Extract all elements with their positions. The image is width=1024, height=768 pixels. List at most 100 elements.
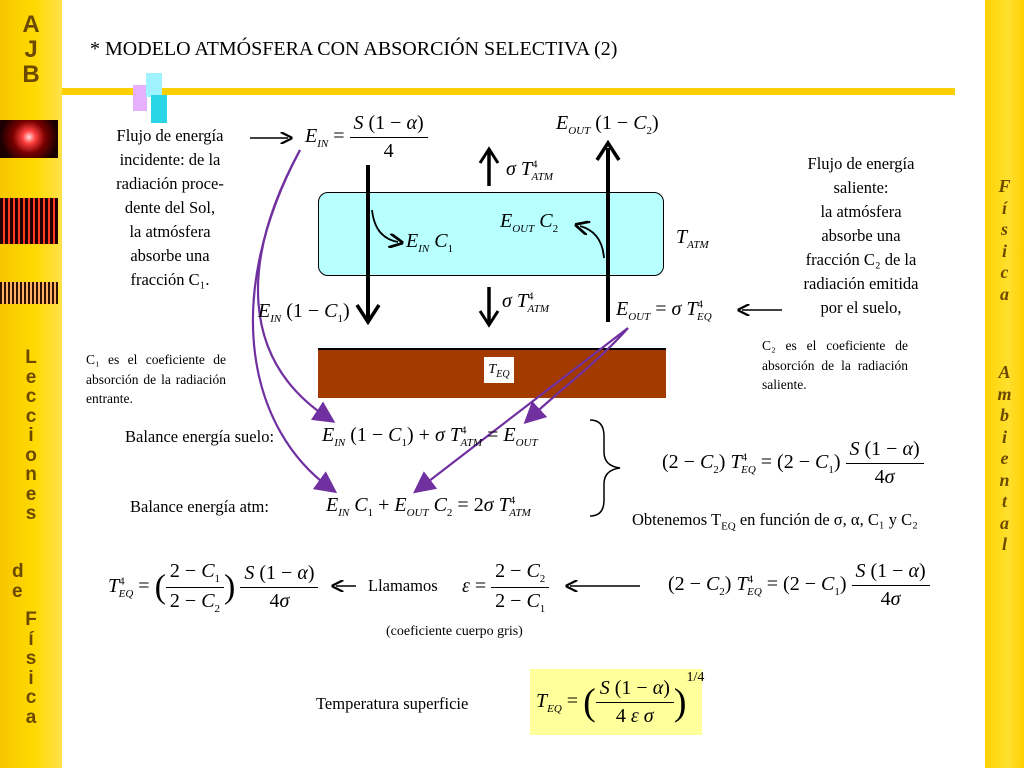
letter: i: [1001, 240, 1007, 261]
outgoing-flux-text: Flujo de energía saliente: la atmósfera …: [780, 152, 942, 320]
equation-sigma-tatm-top: σ T4ATM: [506, 158, 554, 183]
atm-up-arrow-head: [478, 146, 500, 164]
text-line: absorbe una: [821, 226, 901, 245]
letter: t: [1001, 491, 1007, 511]
c2-coefficient-note: C₂ es el coeficiente de absorción de la …: [762, 338, 908, 392]
sidebar-word-de: d e: [0, 562, 52, 601]
c1-coefficient-note: C₁ es el coeficiente de absorción de la …: [86, 352, 226, 406]
sidebar-word-fisica: F í s i c a: [0, 610, 62, 727]
letter: s: [25, 503, 37, 524]
left-sidebar: A J B L e c c i o n e s d e F í s i c a: [0, 0, 62, 768]
fringe-photo: [0, 282, 58, 304]
equation-ein-c1: EIN C1: [406, 230, 454, 255]
equation-combined-lower: (2 − C2) T4EQ = (2 − C1) S (1 − α)4σ: [668, 560, 930, 611]
absorbed-outgoing-arrow: [580, 226, 605, 259]
spectrum-photo: [0, 198, 58, 244]
initials: A J B: [0, 12, 62, 87]
page-title: * MODELO ATMÓSFERA CON ABSORCIÓN SELECTI…: [90, 38, 618, 60]
letter: c: [25, 386, 37, 407]
initial-b: B: [22, 61, 40, 88]
letter: c: [25, 405, 37, 427]
sidebar-word-lecciones: L e c c i o n e s: [0, 348, 62, 524]
final-result-box: TEQ = (S (1 − α)4 ε σ)1/4: [530, 669, 705, 735]
equation-sigma-tatm-bottom: σ T4ATM: [502, 290, 550, 315]
purple-arrow-atm-eout: [412, 327, 629, 494]
ground-temperature-label: TEQ: [484, 357, 514, 383]
text-line: dente del Sol,: [124, 198, 216, 217]
equation-eout-sigma-teq: EOUT = σ T4EQ: [616, 298, 712, 323]
letter: i: [28, 425, 34, 446]
letter: í: [28, 628, 34, 650]
equation-teq-final: TEQ = (S (1 − α)4 ε σ)1/4: [536, 670, 705, 727]
decor-block-teal: [151, 95, 167, 123]
letter: a: [1000, 512, 1009, 533]
text-line: la atmósfera: [129, 222, 211, 241]
letter: e: [25, 366, 37, 388]
equation-ein-1-c1: EIN (1 − C1): [258, 300, 350, 325]
obtain-rest: en función de σ, α, C₁ y C₂: [735, 510, 918, 529]
text-line: absorbe una: [130, 246, 210, 265]
letter: l: [1001, 534, 1007, 554]
letter: b: [1000, 405, 1009, 425]
equation-eout-top: EOUT (1 − C2): [556, 112, 659, 137]
equation-eout-c2: EOUT C2: [500, 210, 559, 235]
absorbed-incoming-arrow: [371, 209, 398, 242]
atmosphere-temperature-label: TATM: [676, 226, 709, 251]
ground-balance-label: Balance energía suelo:: [125, 427, 275, 446]
outgoing-arrow-head: [595, 139, 621, 161]
letter: L: [25, 347, 37, 368]
letter: A: [998, 362, 1011, 382]
letter: s: [1000, 219, 1008, 239]
purple-arrow-atm-ein: [251, 149, 338, 494]
text-line: fracción C₁.: [130, 270, 210, 289]
letter: F: [25, 609, 37, 630]
call-label: Llamamos: [368, 576, 438, 595]
equation-ein: EIN = S (1 − α)4: [305, 112, 428, 163]
sidebar-word-fisica: F í s i c a: [985, 176, 1024, 305]
letter: e: [1000, 448, 1009, 468]
letter: s: [25, 648, 37, 669]
text-line: radiación proce-: [116, 174, 224, 193]
letter: c: [25, 687, 37, 708]
obtain-sub: EQ: [721, 520, 736, 533]
letter: n: [25, 464, 37, 485]
letter: o: [25, 444, 37, 466]
incoming-arrow-head: [355, 304, 381, 326]
balance-brace: [589, 419, 621, 517]
letter: c: [1000, 262, 1009, 282]
decor-block-pink: [133, 85, 147, 111]
letter: e: [12, 580, 23, 602]
initial-a: A: [22, 11, 40, 38]
equation-atm-balance: EIN C1 + EOUT C2 = 2σ T4ATM: [326, 494, 531, 519]
text-line: Flujo de energía: [807, 154, 915, 173]
sidebar-word-ambiental: A m b i e n t a l: [985, 362, 1024, 556]
letter: m: [997, 383, 1012, 404]
ground-label-sub: EQ: [496, 368, 510, 380]
right-sidebar: F í s i c a A m b i e n t a l: [985, 0, 1024, 768]
incoming-flux-text: Flujo de energía incidente: de la radiac…: [96, 124, 244, 292]
text-line: incidente: de la: [119, 150, 221, 169]
letter: n: [999, 469, 1010, 490]
atm-down-arrow-head: [478, 310, 500, 328]
obtain-teq-text: Obtenemos TEQ en función de σ, α, C₁ y C…: [632, 510, 918, 532]
ground-label-t: T: [488, 362, 497, 377]
letter: a: [1000, 283, 1009, 304]
gray-body-label: (coeficiente cuerpo gris): [386, 624, 523, 639]
t-atm-label: T: [676, 226, 688, 248]
obtain-text: Obtenemos T: [632, 510, 722, 529]
letter: i: [1001, 426, 1007, 447]
atm-balance-label: Balance energía atm:: [130, 497, 269, 516]
text-line: Flujo de energía: [116, 126, 224, 145]
letter: e: [25, 483, 37, 505]
surface-temperature-label: Temperatura superficie: [316, 694, 469, 713]
equation-ground-balance: EIN (1 − C1) + σ T4ATM = EOUT: [322, 424, 538, 449]
letter: í: [1001, 197, 1007, 218]
letter: i: [28, 667, 34, 689]
letter: F: [998, 176, 1011, 196]
decor-block-cyan: [146, 73, 162, 97]
lamp-photo: [0, 120, 58, 158]
header-rule: [62, 88, 955, 95]
